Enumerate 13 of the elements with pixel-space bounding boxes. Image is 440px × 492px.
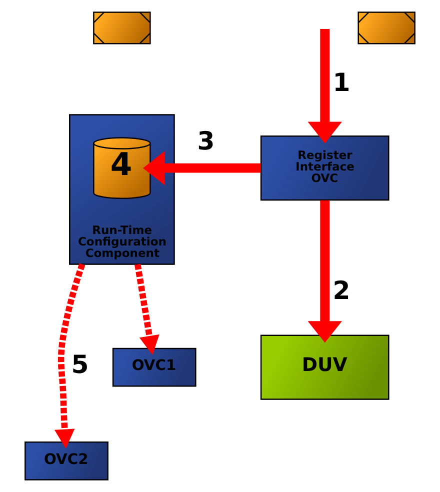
- node-box: OVC1: [112, 348, 196, 387]
- edge-label: 5: [71, 350, 89, 379]
- edge-label: 1: [332, 68, 350, 97]
- arrow: [134, 264, 160, 356]
- node-box: Register Interface OVC: [260, 136, 390, 201]
- arrow: [308, 200, 342, 343]
- arrow: [142, 150, 261, 186]
- edge-label: 2: [332, 276, 350, 306]
- arrow: [308, 29, 342, 144]
- node-box: OVC2: [24, 442, 108, 480]
- node-box: DUV: [260, 334, 390, 400]
- edge-label: 3: [197, 126, 215, 156]
- arrow: [54, 263, 86, 449]
